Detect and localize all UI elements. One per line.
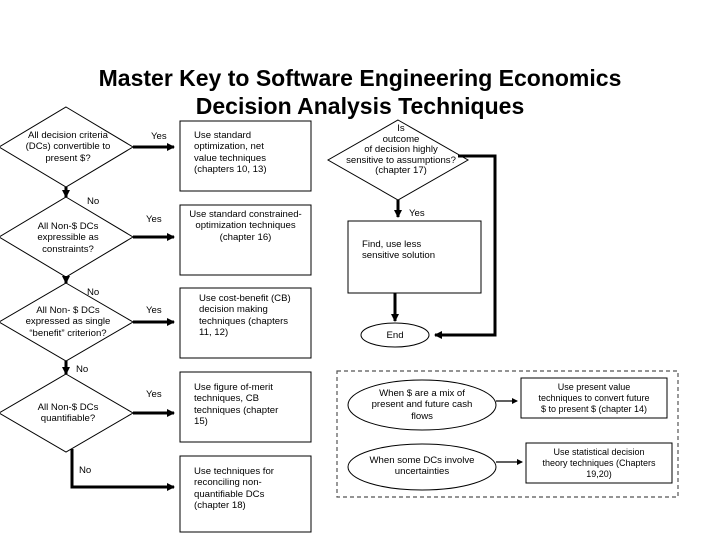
outcome-5-line-1: Use techniques for [194, 466, 274, 477]
edge-label-yes-sensitivity: Yes [409, 208, 425, 219]
technique-2-line-3: 19,20) [586, 468, 612, 479]
edge-label-no-2: No [87, 287, 100, 298]
condition-1-line-2: present and future cash [371, 399, 473, 411]
outcome-3-line-3: techniques (chapters [199, 315, 289, 327]
decision-4-line-2: quantifiable? [40, 413, 96, 425]
technique-2-line-1: Use statistical decision [553, 447, 645, 457]
technique-box-1 [520, 377, 668, 419]
decision-4-line-1: All Non-$ DCs [37, 402, 99, 413]
decision-3-line-3: “benefit” criterion? [29, 327, 107, 339]
decision-text-4: All Non-$ DCs quantifiable? [6, 402, 130, 425]
outcome-box-3 [179, 287, 312, 359]
outcome-4-line-4: 15) [194, 416, 208, 428]
outcome-text-5: Use techniques for reconciling non- quan… [194, 466, 274, 512]
outcome-4-line-3: techniques (chapter [194, 404, 279, 416]
outcome-5-line-3: quantifiable DCs [194, 488, 265, 500]
technique-1-line-1: Use present value [557, 382, 631, 392]
technique-1-line-2: techniques to convert future [538, 392, 650, 403]
edge-label-yes-2: Yes [146, 214, 162, 225]
outcome-5-line-2: reconciling non- [194, 477, 262, 489]
outcome-3-line-2: decision making [199, 304, 268, 316]
edge-label-yes-3: Yes [146, 305, 162, 316]
condition-2-line-1: When some DCs involve [369, 455, 475, 466]
decision-5-line-1: Is [397, 123, 405, 134]
decision-3-line-2: expressed as single [25, 316, 111, 328]
edge-label-yes-4: Yes [146, 389, 162, 400]
edge-label-no-1: No [87, 196, 100, 207]
outcome-text-sensitive: Find, use less sensitive solution [362, 239, 435, 262]
end-terminal [360, 322, 430, 348]
outcome-2-line-3: (chapter 16) [219, 231, 272, 243]
outcome-box-sensitive [347, 220, 482, 294]
edge-label-yes-1: Yes [151, 131, 167, 142]
outcome-text-2: Use standard constrained- optimization t… [180, 209, 311, 243]
condition-1-line-3: flows [411, 410, 433, 422]
decision-text-2: All Non-$ DCs expressible as constraints… [6, 221, 130, 255]
decision-3-line-1: All Non- $ DCs [36, 305, 100, 316]
condition-ellipse-2 [347, 443, 497, 491]
outcome-text-4: Use figure of-merit techniques, CB techn… [194, 382, 278, 428]
outcome-5-line-4: (chapter 18) [194, 500, 246, 512]
end-label: End [386, 330, 404, 341]
decision-2-line-1: All Non-$ DCs [37, 221, 99, 232]
connector-sensitive-no [434, 154, 497, 339]
condition-1-line-1: When $ are a mix of [379, 388, 465, 399]
technique-text-1: Use present value techniques to convert … [521, 382, 667, 414]
technique-2-line-2: theory techniques (Chapters [542, 457, 656, 468]
decision-1-line-1: All decision criteria [28, 130, 108, 141]
outcome-3-line-4: 11, 12) [199, 327, 229, 339]
outcome-2-line-1: Use standard constrained- [189, 209, 302, 220]
condition-2-line-2: uncertainties [394, 466, 450, 478]
condition-text-1: When $ are a mix of present and future c… [350, 388, 494, 422]
outcome-text-3: Use cost-benefit (CB) decision making te… [199, 293, 291, 339]
outcome-1-line-2: optimization, net [194, 141, 264, 153]
edge-label-no-3: No [76, 364, 89, 375]
decision-2-line-2: expressible as [37, 232, 99, 244]
decision-5-line-2: outcome [382, 133, 420, 145]
outcome-box-1 [179, 120, 312, 192]
outcome-4-line-2: techniques, CB [194, 393, 260, 405]
side-panel-border [336, 370, 679, 498]
decision-5-line-5: (chapter 17) [375, 165, 427, 177]
technique-1-line-3: $ to present $ (chapter 14) [540, 403, 648, 414]
decision-text-1: All decision criteria (DCs) convertible … [6, 130, 130, 164]
outcome-2-line-2: optimization techniques [195, 220, 296, 232]
edge-label-no-4: No [79, 465, 92, 476]
decision-5-line-3: of decision highly [364, 144, 438, 156]
outcome-1-line-1: Use standard [194, 130, 252, 141]
outcome-1-line-3: value techniques [194, 152, 267, 164]
outcome-box-5 [179, 455, 312, 533]
technique-box-2 [525, 442, 673, 484]
outcome-4-line-1: Use figure of-merit [194, 382, 273, 393]
title-line-1: Master Key to Software Engineering Econo… [98, 65, 622, 91]
outcome-text-1: Use standard optimization, net value tec… [194, 130, 267, 176]
outcome-3-line-1: Use cost-benefit (CB) [199, 293, 291, 304]
decision-5-line-4: sensitive to assumptions? [346, 154, 456, 166]
outcome-box-2 [179, 204, 312, 276]
technique-text-2: Use statistical decision theory techniqu… [526, 447, 672, 479]
decision-2-line-3: constraints? [42, 243, 94, 255]
decision-diamond-4 [0, 373, 134, 453]
condition-text-2: When some DCs involve uncertainties [350, 455, 494, 478]
outcome-1-line-4: (chapters 10, 13) [194, 164, 267, 176]
decision-1-line-2: (DCs) convertible to [25, 141, 111, 153]
connector-no-4 [70, 449, 175, 491]
title-line-2: Decision Analysis Techniques [195, 93, 525, 119]
outcome-6-line-2: sensitive solution [362, 250, 436, 262]
condition-ellipse-1 [347, 379, 497, 431]
outcome-box-4 [179, 371, 312, 443]
outcome-6-line-1: Find, use less [362, 239, 422, 250]
decision-text-sensitivity: Is outcome of decision highly sensitive … [336, 123, 466, 177]
decision-text-3: All Non- $ DCs expressed as single “bene… [6, 305, 130, 339]
decision-1-line-3: present $? [45, 152, 91, 164]
